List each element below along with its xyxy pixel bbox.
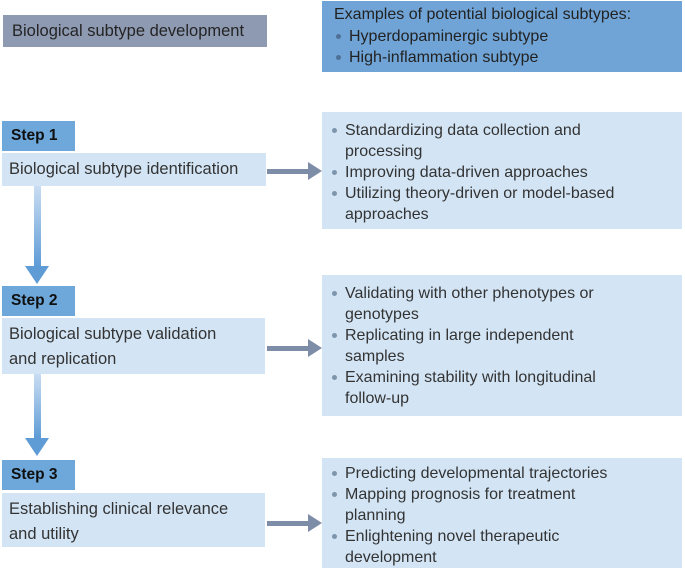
step1-bullet: Utilizing theory-driven or model-based a… [345,185,615,223]
bullet-dot [332,375,337,380]
bullet-dot [336,55,341,60]
step1-right-arrow [267,169,309,174]
list-item: Enlightening novel therapeutic developme… [330,526,676,568]
step3-title-box: Establishing clinical relevance and util… [2,493,265,547]
step1-title-box: Biological subtype identification [2,153,266,186]
step2-right-arrow [267,346,309,351]
step2-label: Step 2 [2,286,75,316]
list-item: Standardizing data collection and proces… [330,120,676,162]
list-item: High-inflammation subtype [334,47,676,68]
figure-title: Biological subtype development [3,15,267,47]
step1-right-arrow-head [308,162,322,180]
step3-detail-box: Predicting developmental trajectories Ma… [322,458,682,568]
step1-label: Step 1 [2,121,75,151]
examples-heading: Examples of potential biological subtype… [334,6,632,23]
bullet-dot [336,34,341,39]
step1-bullet: Improving data-driven approaches [345,164,588,181]
step2-right-arrow-head [308,339,322,357]
list-item: Validating with other phenotypes or geno… [330,283,676,325]
bullet-dot [332,534,337,539]
bullet-dot [332,291,337,296]
bullet-dot [332,191,337,196]
step2-bullet: Validating with other phenotypes or geno… [345,285,594,323]
list-item: Replicating in large independent samples [330,325,676,367]
step1-bullet: Standardizing data collection and proces… [345,122,581,160]
list-item: Improving data-driven approaches [330,162,676,183]
bullet-dot [332,170,337,175]
step3-bullet: Enlightening novel therapeutic developme… [345,528,560,566]
step3-bullet: Predicting developmental trajectories [345,465,608,482]
step1-down-arrow-head [25,266,49,284]
step1-detail-box: Standardizing data collection and proces… [322,112,682,229]
step3-bullet: Mapping prognosis for treatment planning [345,486,576,524]
step2-down-arrow [34,374,41,438]
list-item: Hyperdopaminergic subtype [334,26,676,47]
step1-down-arrow [34,186,41,266]
bullet-dot [332,492,337,497]
example-item: Hyperdopaminergic subtype [349,28,549,45]
step2-detail-box: Validating with other phenotypes or geno… [322,275,682,416]
bullet-dot [332,128,337,133]
list-item: Examining stability with longitudinal fo… [330,367,676,409]
bullet-dot [332,471,337,476]
step3-right-arrow-head [308,514,322,532]
list-item: Utilizing theory-driven or model-based a… [330,183,676,225]
example-item: High-inflammation subtype [349,49,539,66]
step2-bullet: Examining stability with longitudinal fo… [345,369,596,407]
step3-label: Step 3 [2,460,75,490]
step2-title-box: Biological subtype validation and replic… [2,318,265,374]
examples-box: Examples of potential biological subtype… [322,1,682,72]
step3-right-arrow [267,521,309,526]
step2-down-arrow-head [25,438,49,456]
list-item: Predicting developmental trajectories [330,463,676,484]
list-item: Mapping prognosis for treatment planning [330,484,676,526]
step2-bullet: Replicating in large independent samples [345,327,574,365]
bullet-dot [332,333,337,338]
